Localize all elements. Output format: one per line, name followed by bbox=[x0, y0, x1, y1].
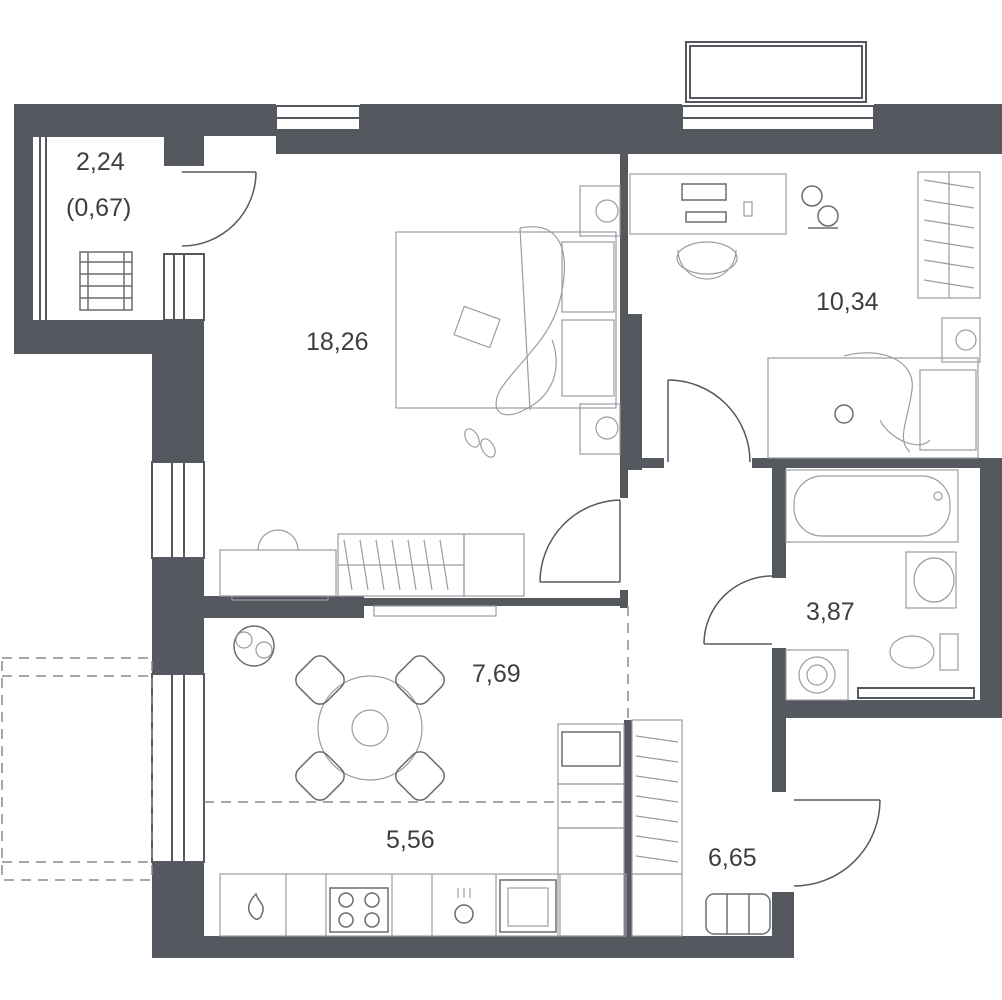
loggia-reduced-area-label: (0,67) bbox=[66, 194, 131, 222]
toilet-icon bbox=[889, 633, 959, 671]
bathroom-area-label: 3,87 bbox=[806, 598, 855, 626]
terrace-outline bbox=[1, 657, 153, 881]
skates-icon bbox=[801, 185, 839, 229]
bathroom-sill bbox=[857, 687, 975, 699]
plant-icon bbox=[233, 625, 275, 667]
bed-icon bbox=[395, 226, 617, 416]
wardrobe-icon bbox=[337, 533, 525, 597]
shoe-rack-icon bbox=[705, 893, 771, 935]
sink-icon bbox=[905, 551, 957, 609]
bedroom-nightstand-icon bbox=[941, 317, 981, 363]
doors bbox=[181, 171, 881, 887]
fridge-icon bbox=[557, 723, 625, 937]
dining-table-icon bbox=[295, 655, 445, 801]
tv-icon bbox=[373, 605, 497, 617]
washing-machine-icon bbox=[785, 649, 849, 701]
walls bbox=[14, 104, 1002, 958]
laptop-icon bbox=[453, 305, 501, 349]
windows bbox=[31, 41, 875, 863]
bathtub-icon bbox=[785, 469, 959, 543]
bedroom-bed-icon bbox=[767, 352, 979, 459]
dishwasher-icon bbox=[454, 888, 474, 924]
stove-icon bbox=[329, 887, 389, 933]
kitchen-sink-icon bbox=[499, 879, 557, 933]
desk-icon bbox=[219, 529, 337, 601]
hall-wardrobe-icon bbox=[631, 719, 683, 937]
bedroom-wardrobe-icon bbox=[917, 171, 981, 299]
kitchen-counter-icon bbox=[219, 873, 627, 937]
loggia-chair-icon bbox=[79, 251, 133, 311]
hall-area-label: 6,65 bbox=[708, 844, 757, 872]
gas-icon bbox=[247, 892, 264, 920]
slippers-icon bbox=[464, 428, 496, 458]
computer-desk-icon bbox=[629, 173, 787, 280]
loggia-area-label: 2,24 bbox=[76, 148, 125, 176]
nightstand-icon bbox=[579, 185, 621, 455]
dining-area-label: 7,69 bbox=[472, 660, 521, 688]
kitchen-area-label: 5,56 bbox=[386, 826, 435, 854]
living-room-area-label: 18,26 bbox=[306, 328, 369, 356]
bedroom-area-label: 10,34 bbox=[816, 288, 879, 316]
